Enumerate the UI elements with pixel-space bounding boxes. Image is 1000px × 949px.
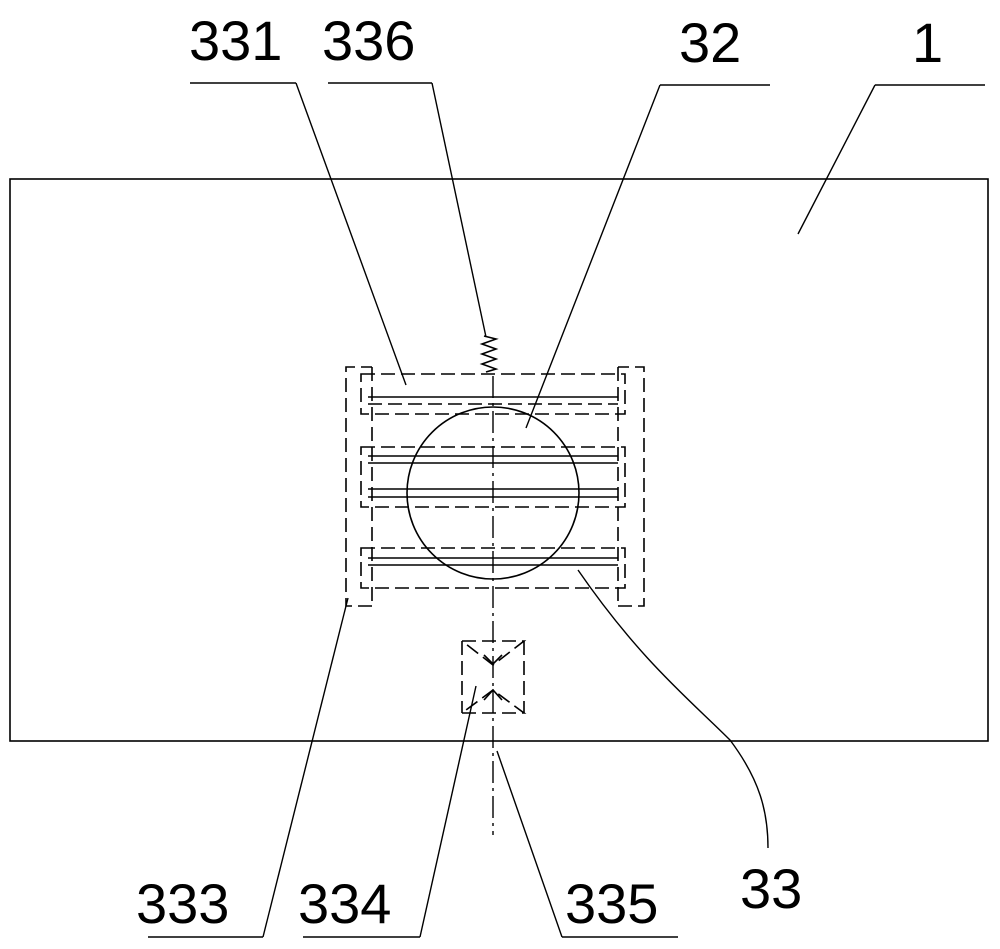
leader-334 [303, 685, 477, 938]
leader-331 [190, 82, 407, 386]
label-333: 333 [136, 872, 229, 935]
label-33: 33 [740, 857, 802, 920]
leader-333 [148, 597, 349, 938]
actuator-hourglass [461, 640, 527, 714]
leader-33 [577, 569, 769, 849]
spring-symbol [479, 335, 499, 373]
label-334: 334 [298, 872, 391, 935]
leader-1 [797, 84, 985, 235]
plate-body [9, 178, 989, 742]
leader-32 [525, 84, 770, 429]
leader-335 [496, 750, 678, 938]
frame-right-bracket [617, 366, 645, 607]
leader-336 [328, 82, 487, 338]
label-1: 1 [912, 11, 943, 74]
label-335: 335 [565, 872, 658, 935]
label-331: 331 [189, 9, 282, 72]
label-336: 336 [322, 9, 415, 72]
frame-left-bracket [345, 366, 373, 607]
label-32: 32 [679, 11, 741, 74]
